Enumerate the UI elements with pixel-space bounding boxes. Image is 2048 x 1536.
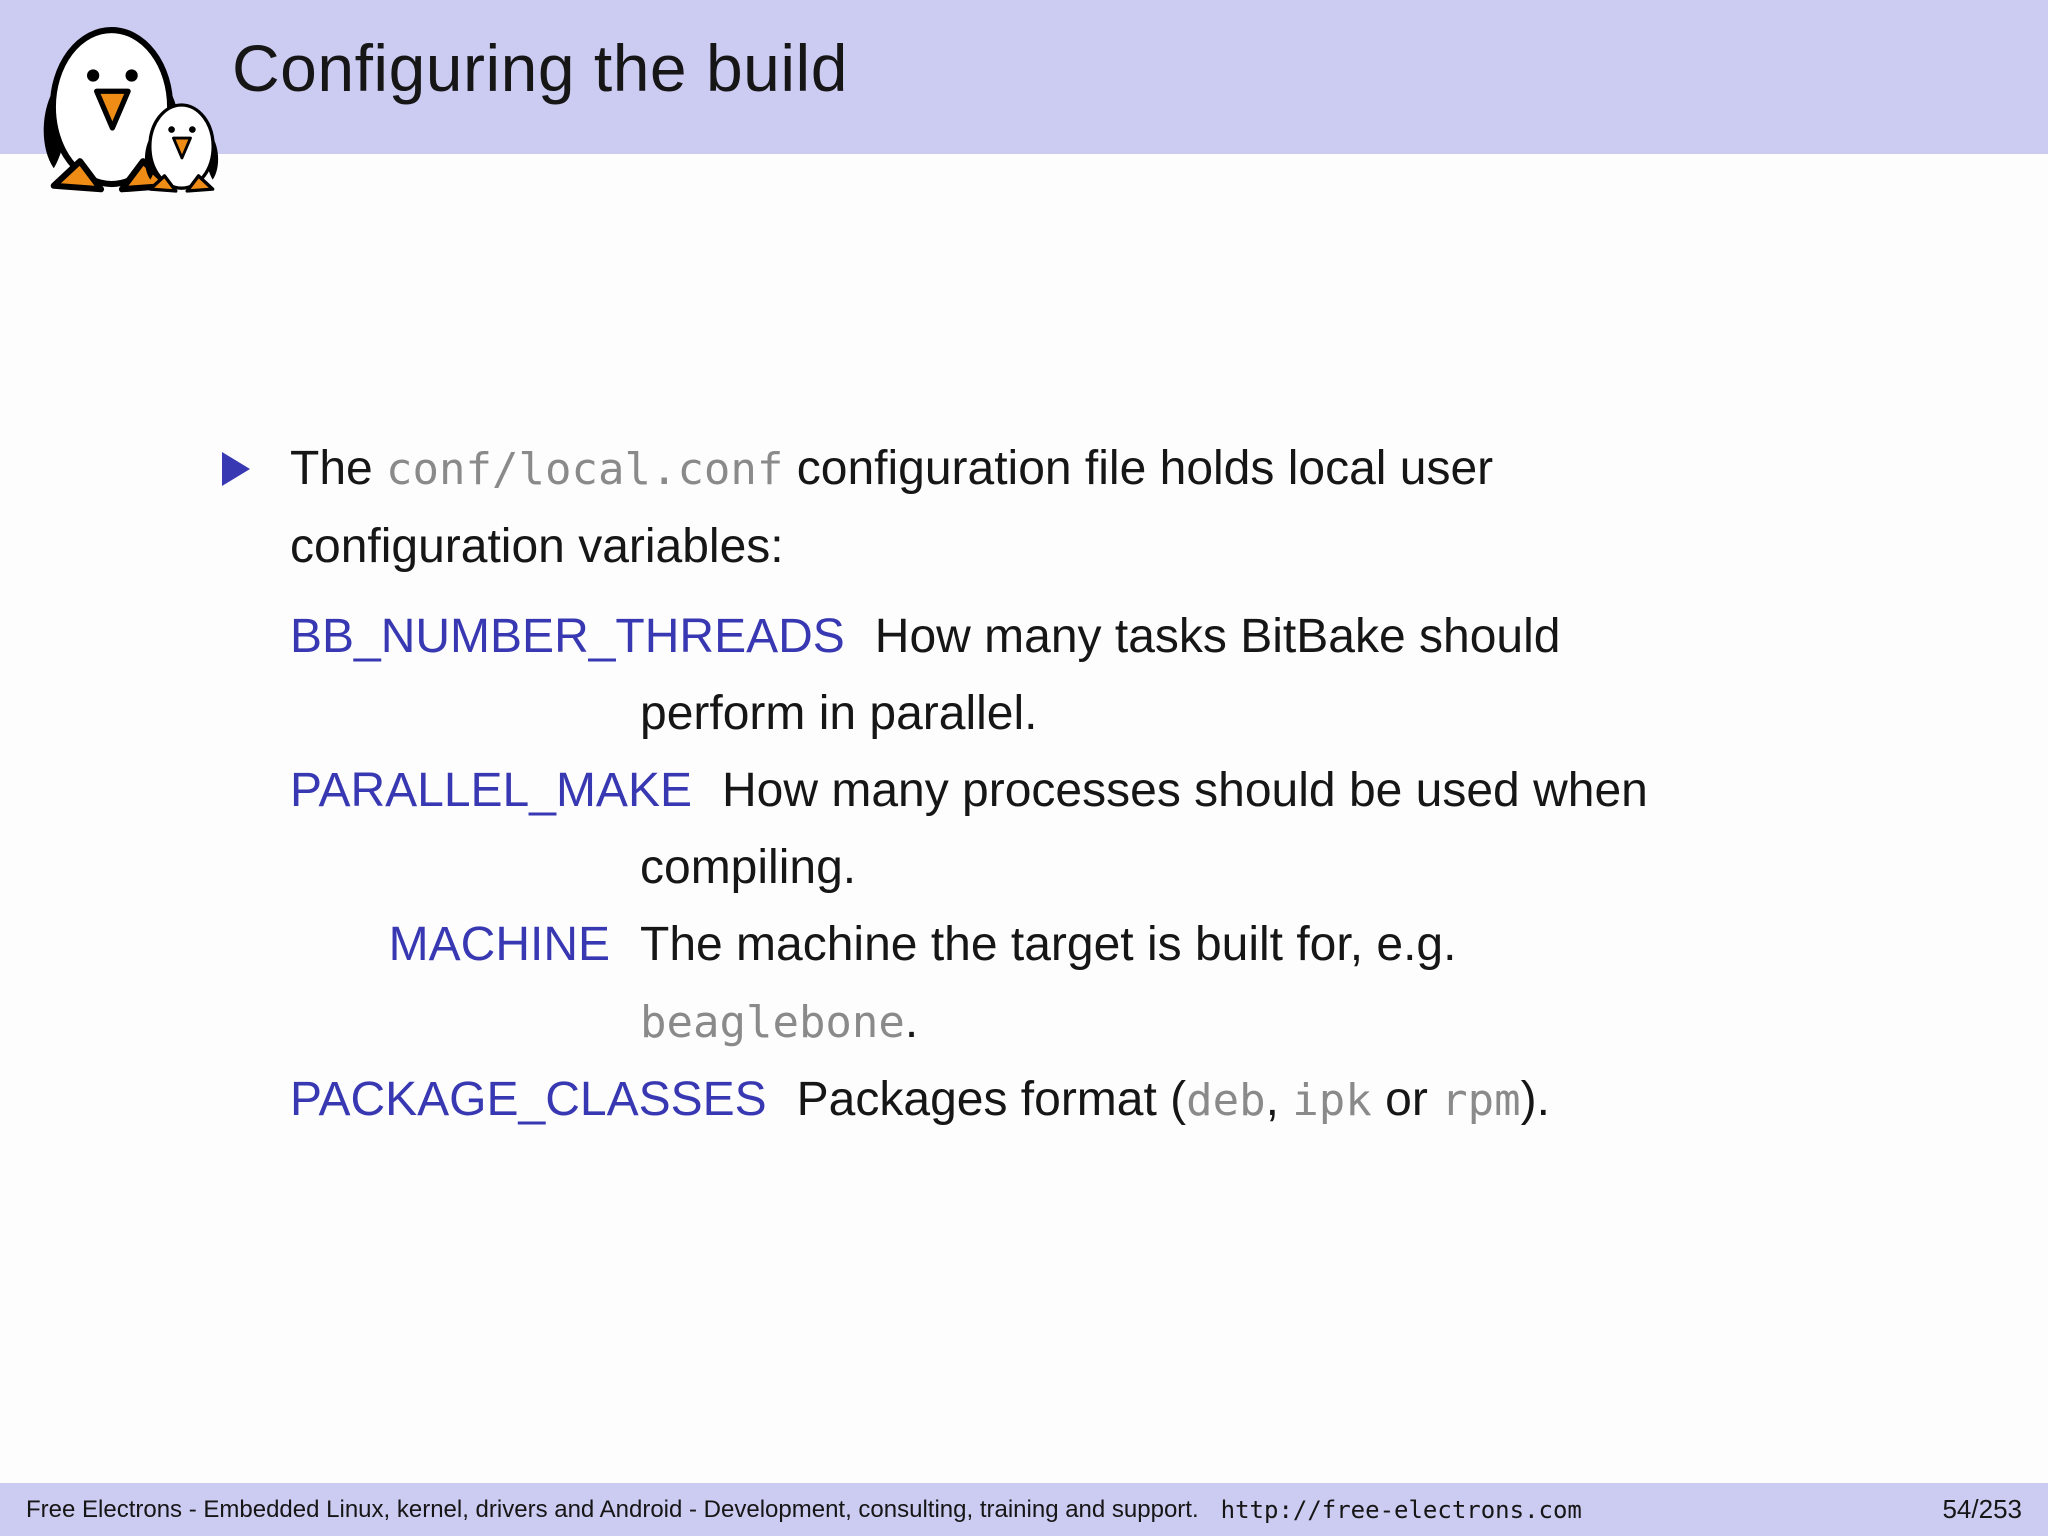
variable-item-machine: MACHINE The machine the target is built f… [290,906,1962,1061]
variable-desc: How many processes should be used when [721,764,1648,817]
variable-desc: The machine the target is built for, e.g… [640,918,1457,971]
variable-desc-cont: perform in parallel. [640,687,1038,740]
variable-name: PACKAGE_CLASSES [290,1073,767,1126]
bullet-item: The conf/local.conf configuration file h… [222,430,1962,585]
inline-code-rpm: rpm [1441,1075,1521,1126]
variable-desc-cont: beaglebone. [640,983,1962,1061]
inline-code-ipk: ipk [1292,1075,1372,1126]
inline-code-beaglebone: beaglebone [640,997,905,1048]
desc-text: Packages format ( [796,1073,1187,1126]
footer-bar: Free Electrons - Embedded Linux, kernel,… [0,1483,2048,1536]
variable-desc: Packages format (deb, ipk or rpm). [797,1073,1550,1126]
variable-desc-cont: compiling. [640,841,857,894]
header-bar: Configuring the build [0,0,2048,154]
variable-item-bb-number-threads: BB_NUMBER_THREADS How many tasks BitBake … [290,598,1962,752]
variable-desc: How many tasks BitBake should [874,610,1561,663]
inline-code-deb: deb [1186,1075,1266,1126]
footer-text: Free Electrons - Embedded Linux, kernel,… [26,1495,1199,1523]
variable-name: BB_NUMBER_THREADS [290,610,845,663]
bullet-text-pre: The [290,442,387,495]
bullet-text: The conf/local.conf configuration file h… [290,430,1850,585]
desc-text: or [1371,1073,1442,1126]
variable-desc-cont-post: . [904,995,919,1048]
footer-url: http://free-electrons.com [1220,1495,1582,1524]
desc-text: ). [1520,1073,1550,1126]
slide-content: The conf/local.conf configuration file h… [222,430,1962,1139]
variable-name: PARALLEL_MAKE [290,764,692,817]
variable-item-parallel-make: PARALLEL_MAKE How many processes should b… [290,752,1962,906]
slide-title: Configuring the build [232,31,848,105]
bullet-text-line2: configuration variables: [290,520,784,573]
desc-text: , [1265,1073,1293,1126]
page-number: 54/253 [1942,1494,2022,1524]
inline-code-local-conf: conf/local.conf [386,444,784,495]
penguin-icon [24,12,220,193]
variables-list: BB_NUMBER_THREADS How many tasks BitBake … [290,598,1962,1139]
variable-name: MACHINE [388,918,610,971]
bullet-text-post: configuration file holds local user [783,442,1494,495]
variable-item-package-classes: PACKAGE_CLASSES Packages format (deb, ipk… [290,1061,1962,1139]
penguins-logo [24,12,234,202]
bullet-triangle-icon [222,452,250,486]
